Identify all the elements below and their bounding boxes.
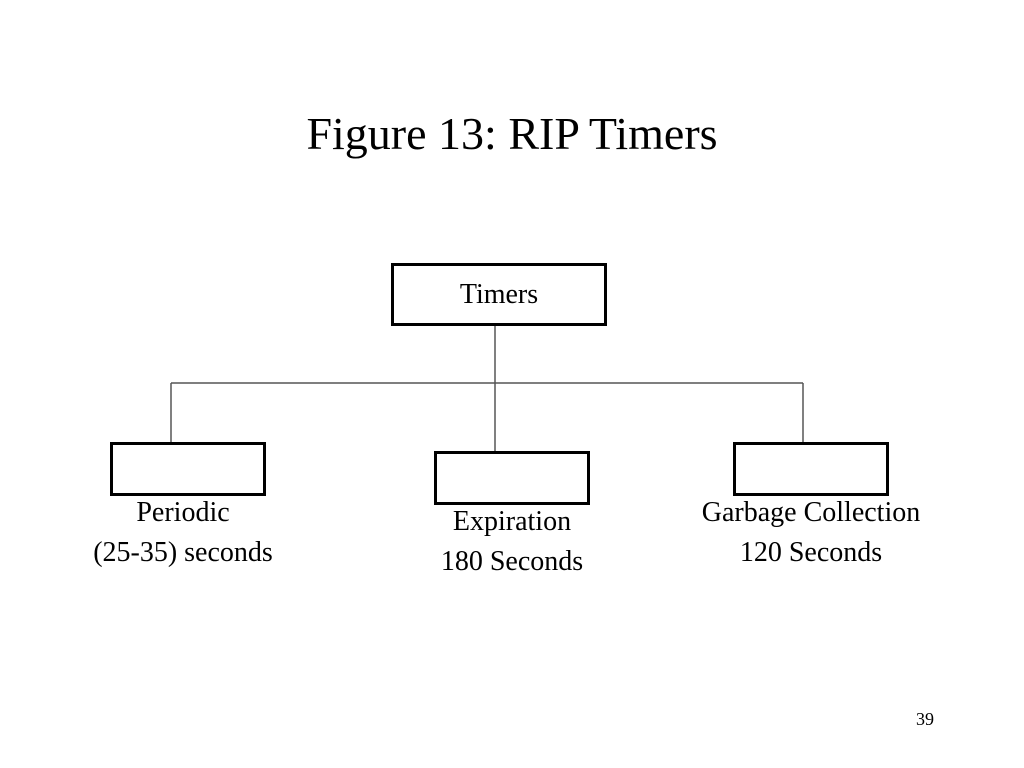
caption-title: Periodic: [136, 497, 230, 528]
child-node-garbage-collection: [733, 442, 889, 496]
caption-title: Garbage Collection: [701, 497, 921, 528]
root-node-label: Timers: [459, 278, 539, 310]
child-node-expiration: [434, 451, 590, 505]
periodic-caption: Periodic (25-35) seconds: [48, 493, 318, 573]
expiration-caption: Expiration 180 Seconds: [377, 502, 647, 582]
garbage-collection-caption: Garbage Collection 120 Seconds: [666, 493, 956, 573]
caption-title: Expiration: [452, 506, 572, 537]
root-node-timers: Timers: [391, 263, 607, 326]
slide-title: Figure 13: RIP Timers: [306, 108, 718, 159]
caption-value: 180 Seconds: [440, 546, 584, 577]
child-node-periodic: [110, 442, 266, 496]
caption-value: 120 Seconds: [739, 537, 883, 568]
page-number: 39: [916, 709, 934, 729]
caption-value: (25-35) seconds: [93, 537, 273, 568]
